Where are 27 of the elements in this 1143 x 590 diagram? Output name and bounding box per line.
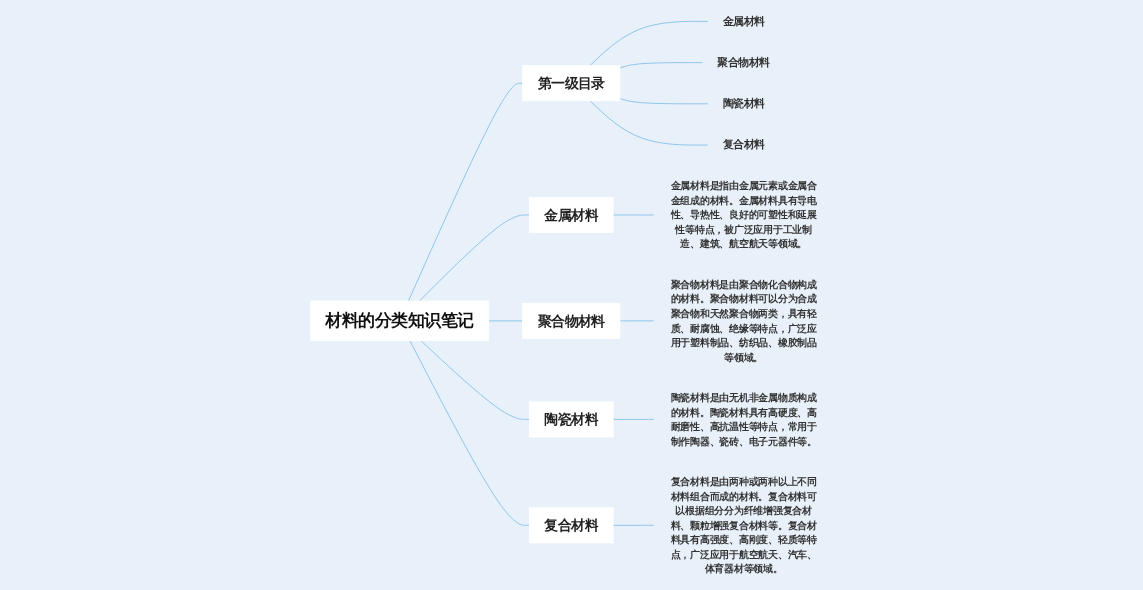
connector [588,20,708,67]
node-text: 聚合物材料是由聚合物化合物构成的材料。聚合物材料可以分为合成聚合物和天然聚合物两类，具有轻质、耐腐蚀、绝缘等特点，广泛应用于塑料制品、纺织品、橡胶制品等领域。 [670,278,817,363]
node-box: 陶瓷材料 [528,401,614,438]
node-box: 第一级目录 [521,65,620,102]
node-text: 复合材料 [722,138,765,151]
connector [487,320,523,322]
node-text: 聚合物材料 [716,56,770,69]
node-box: 复合材料 [528,507,614,544]
node-text: 金属材料是指由金属元素或金属合金组成的材料。金属材料具有导电性、导热性、良好的可塑性和延展性等特点，被广泛应用于工业制造、建筑、航空航天等领域。 [670,179,817,250]
connector [612,214,654,216]
connector [418,214,530,302]
node-text: 金属材料 [722,14,765,27]
node-text: 陶瓷材料是由无机非金属物质构成的材料。陶瓷材料具有高硬度、高耐磨性、高抗温性等特点，常用于制作陶器、瓷砖、电子元器件等。 [670,391,817,447]
node-box: 材料的分类知识笔记 [309,300,489,342]
connector [619,62,703,69]
connector [419,340,530,420]
node-box: 金属材料 [528,196,614,233]
connector [612,418,654,420]
connector [408,340,530,526]
node-text: 复合材料是由两种或两种以上不同材料组合而成的材料。复合材料可以根据组分分为纤维增强复合材料、颗粒增强复合材料等。复合材料具有高强度、高刚度、轻质等特点，广泛应用于航空航天、汽车、体育器材等领域。 [670,475,817,575]
connector [619,320,654,322]
connector [612,524,654,526]
node-text: 陶瓷材料 [722,97,765,110]
node-box: 聚合物材料 [521,302,620,339]
connector [619,98,708,105]
connector [407,82,523,302]
connector [588,100,708,146]
